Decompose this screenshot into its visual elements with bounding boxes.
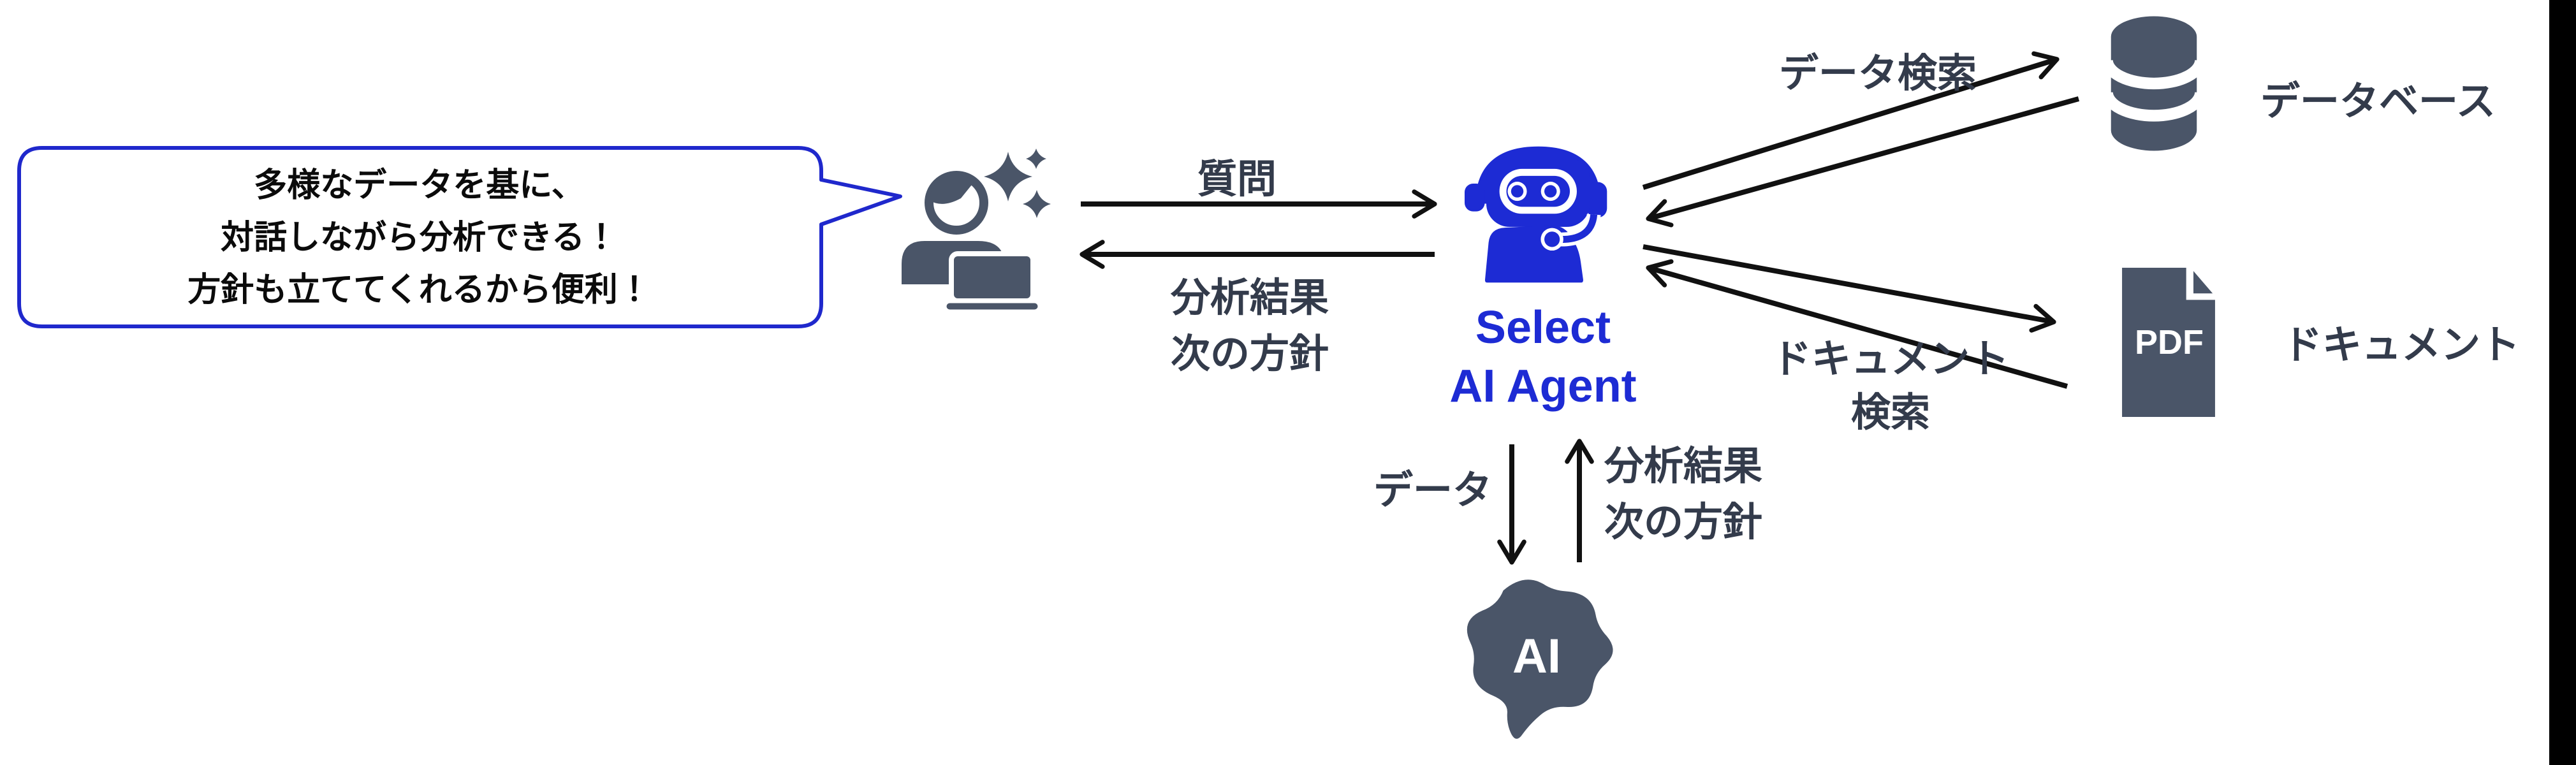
speech-bubble-line: 方針も立ててくれるから便利！ xyxy=(187,272,651,309)
pdf-badge: PDF xyxy=(2121,323,2218,362)
flow-label-result-up: 分析結果 次の方針 xyxy=(1604,439,1834,551)
ai-blob-icon xyxy=(1467,579,1613,739)
database-label-text: データベース xyxy=(2260,80,2496,124)
pdf-fold-corner xyxy=(2193,271,2213,294)
right-edge-bar xyxy=(2549,0,2576,765)
speech-bubble-text: 多様なデータを基に、 対話しながら分析できる！ 方針も立ててくれるから便利！ xyxy=(45,159,794,316)
ai-badge-text: AI xyxy=(1512,629,1561,683)
database-gap-lower xyxy=(2101,91,2207,122)
pdf-file-icon xyxy=(2122,268,2215,417)
flow-label-data: データ xyxy=(1301,463,1492,519)
ai-blob-shape xyxy=(1467,579,1613,739)
laptop-base xyxy=(943,300,1041,313)
flow-label-reply-line: 次の方針 xyxy=(1170,332,1329,377)
document-label: ドキュメント xyxy=(2283,317,2570,374)
arrow-doc-search-return xyxy=(1646,259,2068,389)
robot-ear-right xyxy=(1586,182,1607,218)
robot-eye-left-pupil xyxy=(1511,185,1524,198)
speech-bubble-outline xyxy=(17,146,902,328)
sparkle-large-icon xyxy=(984,152,1032,201)
flow-label-data-text: データ xyxy=(1373,469,1492,513)
flow-label-reply: 分析結果 次の方針 xyxy=(1148,270,1352,382)
flow-label-reply-line: 分析結果 xyxy=(1170,276,1329,320)
sparkle-small-icon xyxy=(1023,190,1051,218)
robot-eye-right-pupil xyxy=(1544,185,1557,198)
flow-label-result-up-line: 次の方針 xyxy=(1604,500,1763,545)
flow-label-doc-search: ドキュメント 検索 xyxy=(1757,333,2024,439)
person-hair xyxy=(929,175,974,204)
flow-label-data-search-text: データ検索 xyxy=(1778,52,1977,96)
pdf-page xyxy=(2122,268,2215,417)
arrow-data-search-out xyxy=(1642,51,2060,190)
arrow-doc-search-out xyxy=(1643,244,2056,333)
flow-label-question: 質問 xyxy=(1154,152,1320,208)
flow-label-doc-search-line: 検索 xyxy=(1850,390,1930,435)
database-gap-upper xyxy=(2101,59,2207,90)
agent-name-line: AI Agent xyxy=(1449,361,1637,412)
flow-label-result-up-line: 分析結果 xyxy=(1604,444,1763,488)
flow-label-doc-search-line: ドキュメント xyxy=(1771,337,2009,381)
flow-label-data-search: データ検索 xyxy=(1753,46,2002,102)
document-label-text: ドキュメント xyxy=(2283,323,2521,367)
agent-name-line: Select xyxy=(1475,302,1611,353)
agent-name: Select AI Agent xyxy=(1403,298,1683,416)
sparkle-small-icon xyxy=(1026,149,1046,169)
database-label: データベース xyxy=(2260,74,2560,130)
flow-label-question-text: 質問 xyxy=(1197,157,1277,201)
user-person-laptop-icon xyxy=(902,149,1051,313)
database-icon xyxy=(2101,16,2207,151)
arrow-data-search-return xyxy=(1646,96,2080,228)
laptop-screen xyxy=(949,251,1036,303)
robot-mic-dot xyxy=(1544,231,1560,247)
speech-bubble-line: 多様なデータを基に、 xyxy=(254,167,585,204)
pdf-badge-text: PDF xyxy=(2135,323,2204,361)
speech-bubble-line: 対話しながら分析できる！ xyxy=(221,219,618,257)
ai-badge: AI xyxy=(1457,629,1616,684)
robot-agent-icon xyxy=(1465,146,1607,283)
robot-ear-left xyxy=(1465,183,1485,212)
